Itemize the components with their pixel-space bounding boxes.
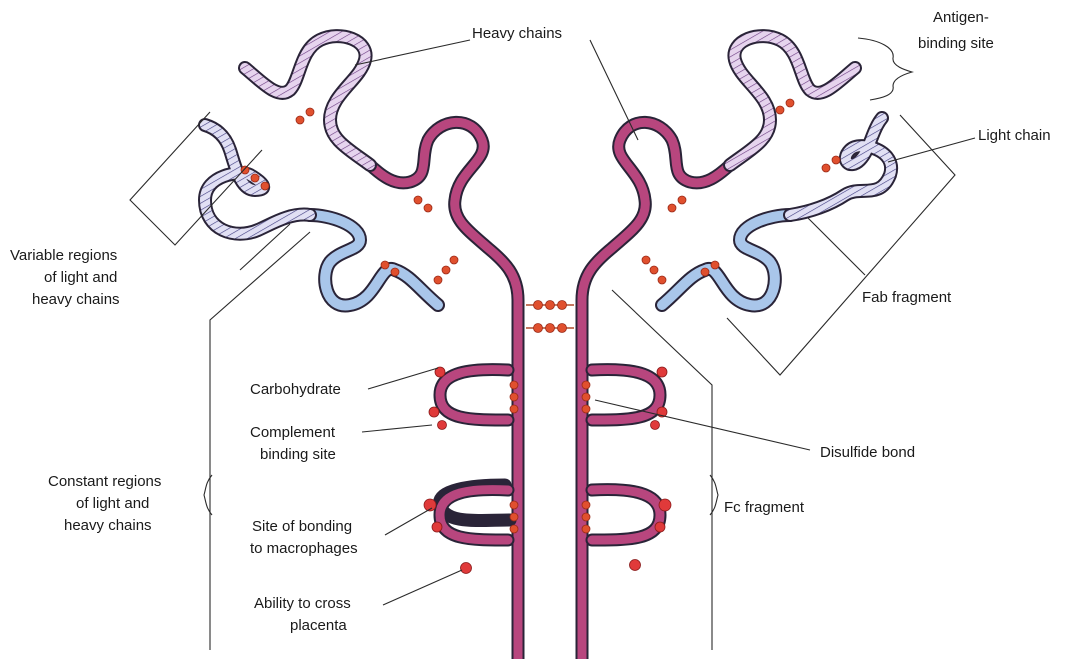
light-chain-left [205, 125, 438, 305]
light-chain-right [662, 118, 891, 305]
heavy-chain-left [245, 36, 518, 659]
label-variable-3: heavy chains [32, 291, 120, 308]
label-antigen-binding-2: binding site [918, 35, 994, 52]
label-constant-3: heavy chains [64, 517, 152, 534]
label-placenta-1: Ability to cross [254, 595, 351, 612]
label-fab-fragment: Fab fragment [862, 289, 952, 306]
label-carbohydrate: Carbohydrate [250, 381, 341, 398]
label-antigen-binding-1: Antigen- [933, 9, 989, 26]
label-placenta-2: placenta [290, 617, 347, 634]
labels: Heavy chains Antigen- binding site Light… [10, 9, 1051, 634]
label-macrophage-2: to macrophages [250, 540, 358, 557]
label-constant-1: Constant regions [48, 473, 161, 490]
label-complement-2: binding site [260, 446, 336, 463]
label-heavy-chains: Heavy chains [472, 25, 562, 42]
label-variable-1: Variable regions [10, 247, 117, 264]
heavy-chain-right [582, 36, 855, 659]
label-light-chain: Light chain [978, 127, 1051, 144]
disulfide-bonds [241, 99, 840, 533]
label-macrophage-1: Site of bonding [252, 518, 352, 535]
label-disulfide-bond: Disulfide bond [820, 444, 915, 461]
label-variable-2: of light and [44, 269, 117, 286]
label-fc-fragment: Fc fragment [724, 499, 805, 516]
brackets [130, 38, 955, 650]
label-constant-2: of light and [76, 495, 149, 512]
label-complement-1: Complement [250, 424, 336, 441]
